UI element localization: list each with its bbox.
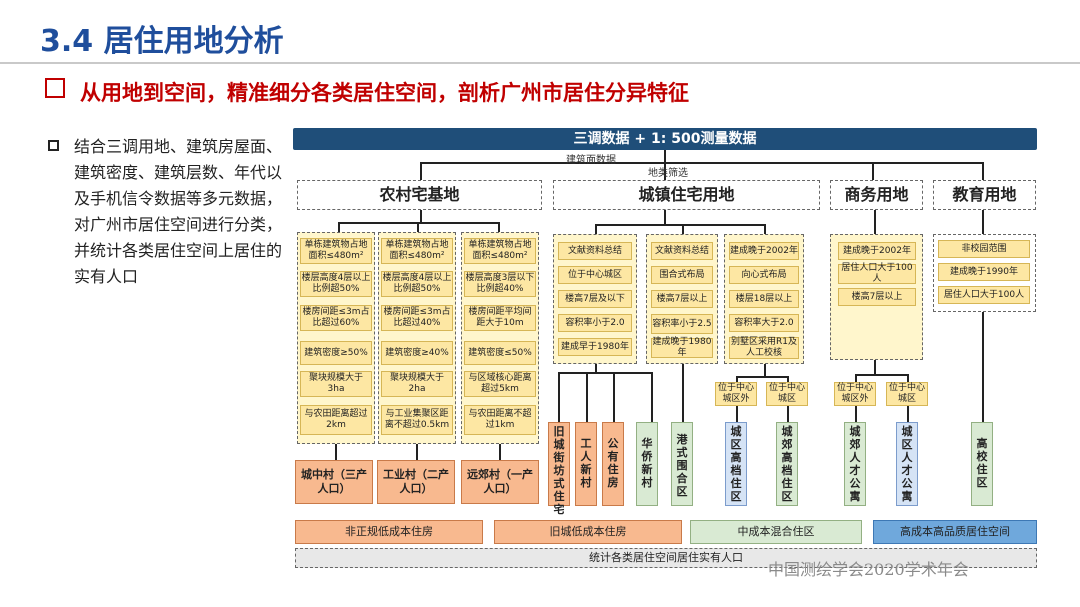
criterion: 容积率小于2.0 xyxy=(558,314,632,332)
title-divider xyxy=(0,62,1080,64)
diagram-header: 三调数据 + 1: 500测量数据 xyxy=(293,128,1037,150)
criterion: 建成早于1980年 xyxy=(558,338,632,356)
criterion: 文献资料总结 xyxy=(558,242,632,260)
result-old-city-housing: 旧城街坊式住宅 xyxy=(548,422,570,516)
result-hk-style-enclosure: 港式围合区 xyxy=(671,422,693,506)
bullet-square-icon xyxy=(48,140,59,151)
category-urban: 城镇住宅用地 xyxy=(553,180,820,210)
location-outside-center: 位于中心城区外 xyxy=(834,382,876,406)
criterion: 建成晚于1980年 xyxy=(651,337,713,358)
criterion: 居住人口大于100人 xyxy=(938,286,1030,304)
result-workers-village: 工人新村 xyxy=(575,422,597,506)
criterion: 楼高7层及以下 xyxy=(558,290,632,308)
criterion: 建成晚于2002年 xyxy=(838,242,916,260)
location-inside-center: 位于中心城区 xyxy=(886,382,928,406)
location-inside-center: 位于中心城区 xyxy=(766,382,808,406)
page-title: 3.4 居住用地分析 xyxy=(40,24,284,59)
criterion: 围合式布局 xyxy=(651,266,713,284)
criterion: 与农田距离不超过1km xyxy=(464,405,536,435)
label-building-data: 建筑面数据 xyxy=(566,155,616,166)
criterion: 建筑密度≥40% xyxy=(381,341,453,365)
result-urban-talent-apartment: 城区人才公寓 xyxy=(896,422,918,506)
criterion: 楼层高度4层以上比例超50% xyxy=(381,271,453,297)
criterion: 楼高7层以上 xyxy=(838,288,916,306)
criterion: 聚块规模大于2ha xyxy=(381,371,453,397)
criterion: 聚块规模大于3ha xyxy=(300,371,372,397)
criterion: 单栋建筑物占地面积≤480m² xyxy=(464,238,536,264)
result-industrial-village: 工业村（二产人口） xyxy=(377,460,455,504)
result-suburban-high-end: 城郊高档住区 xyxy=(776,422,798,506)
category-business: 商务用地 xyxy=(830,180,923,210)
criterion: 容积率大于2.0 xyxy=(729,314,799,332)
criterion: 与农田距离超过2km xyxy=(300,405,372,435)
result-urban-village: 城中村（三产人口） xyxy=(295,460,373,504)
location-outside-center: 位于中心城区外 xyxy=(715,382,757,406)
bottom-statistics-bar: 统计各类居住空间居住实有人口 xyxy=(295,548,1037,568)
band-informal-low-cost: 非正规低成本住房 xyxy=(295,520,483,544)
band-high-cost-quality: 高成本高品质居住空间 xyxy=(873,520,1037,544)
result-public-housing: 公有住房 xyxy=(602,422,624,506)
band-old-city-low-cost: 旧城低成本住房 xyxy=(494,520,682,544)
criterion: 楼房间距≤3m占比超过40% xyxy=(381,305,453,331)
result-overseas-chinese-village: 华侨新村 xyxy=(636,422,658,506)
criterion: 楼高7层以上 xyxy=(651,290,713,308)
criterion: 非校园范围 xyxy=(938,240,1030,258)
criterion: 楼房间距≤3m占比超过60% xyxy=(300,305,372,331)
bullet-text: 结合三调用地、建筑房屋面、建筑密度、建筑层数、年代以及手机信令数据等多元数据，对… xyxy=(74,137,283,286)
criterion: 建成晚于2002年 xyxy=(729,242,799,260)
criterion: 文献资料总结 xyxy=(651,242,713,260)
criterion: 单栋建筑物占地面积≤480m² xyxy=(300,238,372,264)
criterion: 居住人口大于100人 xyxy=(838,263,916,284)
subtitle: 从用地到空间，精准细分各类居住空间，剖析广州市居住分异特征 xyxy=(80,81,689,105)
criterion: 位于中心城区 xyxy=(558,266,632,284)
criterion: 楼层18层以上 xyxy=(729,290,799,308)
category-rural: 农村宅基地 xyxy=(297,180,542,210)
criterion: 容积率小于2.5 xyxy=(651,314,713,334)
criterion: 楼房间距平均间距大于10m xyxy=(464,305,536,331)
result-urban-high-end: 城区高档住区 xyxy=(725,422,747,506)
criterion: 向心式布局 xyxy=(729,266,799,284)
result-university-residence: 高校住区 xyxy=(971,422,993,506)
criterion: 单栋建筑物占地面积≤480m² xyxy=(381,238,453,264)
criterion: 与工业集聚区距离不超过0.5km xyxy=(381,405,453,435)
result-suburban-talent-apartment: 城郊人才公寓 xyxy=(844,422,866,506)
band-mid-cost-mixed: 中成本混合住区 xyxy=(690,520,862,544)
criterion: 建成晚于1990年 xyxy=(938,263,1030,281)
criterion: 别墅区采用R1及人工校核 xyxy=(729,337,799,359)
criterion: 与区域核心距离超过5km xyxy=(464,371,536,397)
result-suburban-village: 远郊村（一产人口） xyxy=(461,460,539,504)
criterion: 建筑密度≥50% xyxy=(300,341,372,365)
criterion: 楼层高度4层以上比例超50% xyxy=(300,271,372,297)
criterion: 楼层高度3层以下比例超40% xyxy=(464,271,536,297)
category-education: 教育用地 xyxy=(933,180,1036,210)
footer-conference: 中国测绘学会2020学术年会 xyxy=(768,560,969,579)
criterion: 建筑密度≤50% xyxy=(464,341,536,365)
checkbox-icon xyxy=(45,78,65,98)
label-land-filter: 地类筛选 xyxy=(648,168,688,179)
